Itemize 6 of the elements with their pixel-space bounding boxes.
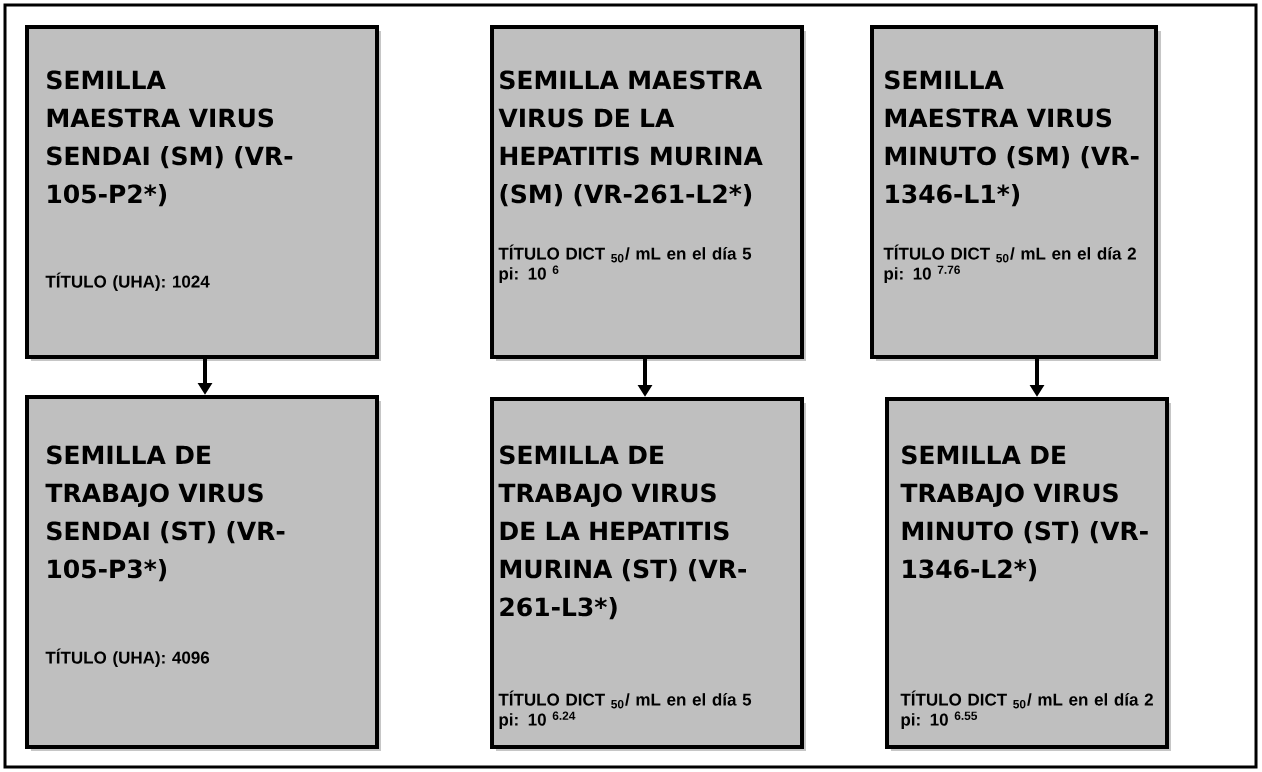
process-box: SEMILLA DE TRABAJO VIRUS SENDAI (ST) (VR-105-P3*) TÍTULO (UHA): 4096	[25, 395, 381, 751]
process-box: SEMILLA DE TRABAJO VIRUS DE LA HEPATITIS MURINA (ST) (VR-261-L3*) TÍTULO DICT $_{50}$/ mL en el día 5 pi: 10 $^{6.24}$	[490, 397, 806, 751]
process-box: SEMILLA MAESTRA VIRUS SENDAI (SM) (VR-105-P2*) TÍTULO (UHA): 1024	[25, 25, 381, 361]
process-box: SEMILLA MAESTRA VIRUS DE LA HEPATITIS MURINA (SM) (VR-261-L2*) TÍTULO DICT $_{50}$/ mL en el día 5 pi: 10 $^{6}$	[490, 25, 806, 361]
process-box: SEMILLA DE TRABAJO VIRUS MINUTO (ST) (VR-1346-L2*) TÍTULO DICT $_{50}$/ mL en el día 2 pi: 10 $^{6.55}$	[885, 397, 1171, 751]
process-box: SEMILLA MAESTRA VIRUS MINUTO (SM) (VR-1346-L1*) TÍTULO DICT $_{50}$/ mL en el día 2 pi: 10 $^{7.76}$	[870, 25, 1161, 361]
